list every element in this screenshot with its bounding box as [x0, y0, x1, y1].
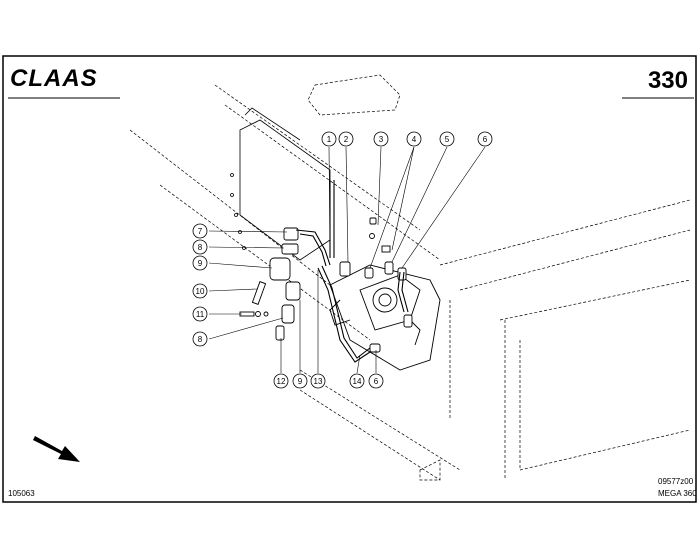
callout-10: 10 [192, 283, 208, 299]
callout-circle [368, 373, 384, 389]
callout-circle [406, 131, 422, 147]
callout-11: 11 [192, 306, 208, 322]
callout-circle [192, 239, 208, 255]
callout-label: 8 [198, 335, 203, 344]
brand-logo: CLAAS [10, 65, 98, 92]
page-number: 330 [648, 67, 688, 94]
part-code: 09577z00 [658, 477, 694, 486]
callout-label: 2 [344, 135, 349, 144]
callout-circle [292, 373, 308, 389]
callout-circle [192, 223, 208, 239]
callout-circle [192, 283, 208, 299]
callout-label: 13 [314, 377, 323, 386]
callout-label: 6 [483, 135, 488, 144]
callout-label: 9 [198, 259, 203, 268]
callout-6: 6 [368, 373, 384, 389]
direction-arrow-icon [33, 436, 80, 462]
callout-circle [321, 131, 337, 147]
machine-outline [129, 74, 691, 481]
callout-label: 9 [298, 377, 303, 386]
callout-circle [273, 373, 289, 389]
page-frame [2, 55, 697, 503]
callout-2: 2 [338, 131, 354, 147]
callout-12: 12 [273, 373, 289, 389]
mounting-plate [230, 107, 331, 261]
callout-label: 3 [379, 135, 384, 144]
callout-circle [373, 131, 389, 147]
callout-label: 12 [277, 377, 286, 386]
drawing-reference: 105063 [8, 489, 35, 498]
callout-4: 4 [406, 131, 422, 147]
callout-circle [310, 373, 326, 389]
callout-circle [192, 306, 208, 322]
callout-circle [477, 131, 493, 147]
callout-9: 9 [292, 373, 308, 389]
callout-label: 10 [196, 287, 205, 296]
callout-label: 6 [374, 377, 379, 386]
callout-circle [338, 131, 354, 147]
callout-7: 7 [192, 223, 208, 239]
callout-circle [349, 373, 365, 389]
callout-label: 8 [198, 243, 203, 252]
callout-1: 1 [321, 131, 337, 147]
callout-label: 4 [412, 135, 417, 144]
fittings [239, 217, 413, 353]
model-name: MEGA 360 [658, 489, 697, 498]
callout-circle [192, 331, 208, 347]
callout-label: 1 [327, 135, 332, 144]
callout-9: 9 [192, 255, 208, 271]
callout-label: 5 [445, 135, 450, 144]
callout-label: 14 [353, 377, 362, 386]
callout-label: 7 [198, 227, 203, 236]
callout-3: 3 [373, 131, 389, 147]
callout-6: 6 [477, 131, 493, 147]
valve-block [329, 264, 441, 371]
callout-8: 8 [192, 239, 208, 255]
callout-13: 13 [310, 373, 326, 389]
callout-8: 8 [192, 331, 208, 347]
leader-lines [208, 146, 486, 374]
callout-label: 11 [196, 310, 205, 319]
callout-circle [439, 131, 455, 147]
callout-5: 5 [439, 131, 455, 147]
callout-circle [192, 255, 208, 271]
callout-14: 14 [349, 373, 365, 389]
